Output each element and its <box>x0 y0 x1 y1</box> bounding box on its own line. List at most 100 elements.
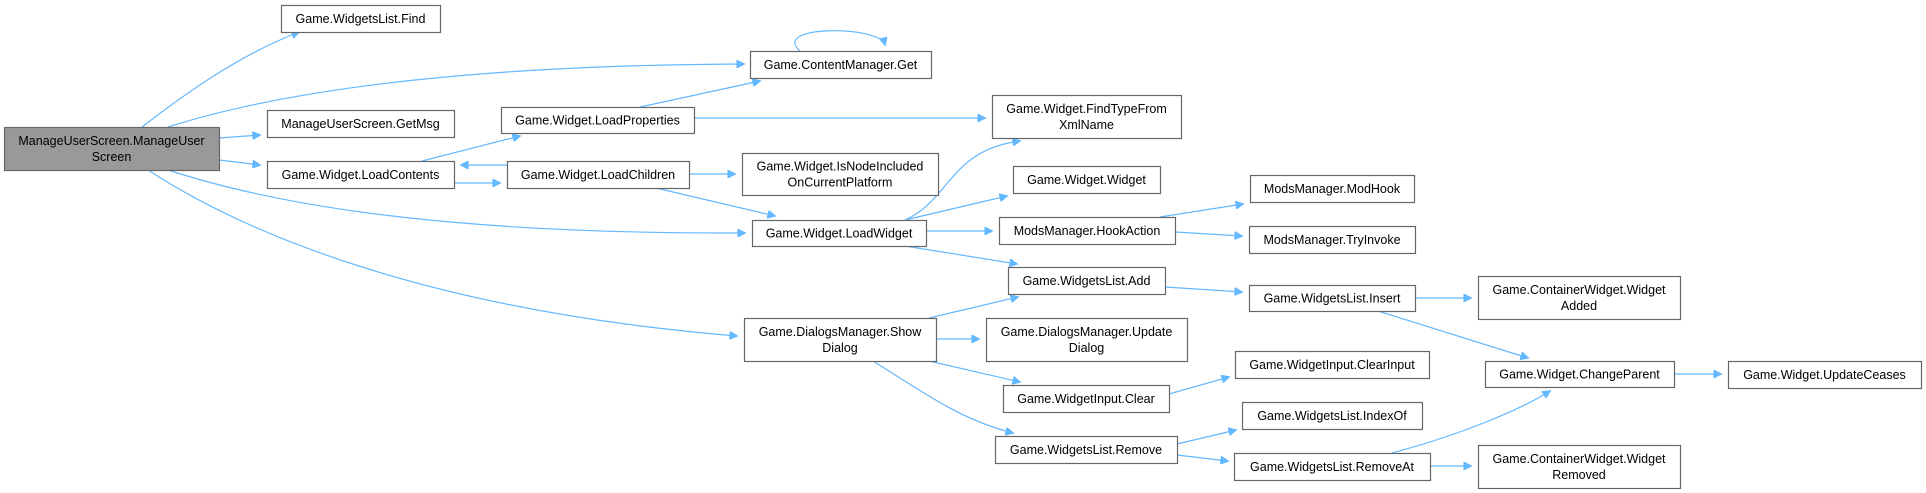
edge-n11-n13 <box>1174 231 1242 236</box>
graph-node[interactable]: Game.WidgetInput.ClearInput <box>1234 350 1431 380</box>
node-box <box>998 216 1177 246</box>
graph-node[interactable]: Game.ContentManager.Get <box>749 50 933 80</box>
edge-n18-n22 <box>1176 454 1228 461</box>
node-label: Game.WidgetsList.Add <box>1023 274 1151 288</box>
node-label: Game.ContentManager.Get <box>764 58 918 72</box>
edge-n14-n19 <box>1164 286 1242 292</box>
node-box <box>1248 225 1417 255</box>
node-box <box>741 152 940 197</box>
node-box <box>1727 360 1923 390</box>
edge-n15-n14 <box>928 297 1018 319</box>
node-label: Game.WidgetsList.Insert <box>1264 292 1401 306</box>
node-label: Game.Widget.FindTypeFrom <box>1006 102 1166 116</box>
graph-node[interactable]: Game.Widget.LoadProperties <box>500 106 696 135</box>
node-label: Game.Widget.LoadChildren <box>521 168 675 182</box>
node-box <box>266 109 456 139</box>
node-label: Game.Widget.UpdateCeases <box>1743 368 1906 382</box>
edge-n4-n5 <box>421 136 520 162</box>
node-box <box>749 50 933 80</box>
node-box <box>1241 401 1424 431</box>
edges-layer <box>141 30 1721 466</box>
node-label: Game.Widget.LoadWidget <box>766 227 913 241</box>
node-label: Game.WidgetInput.ClearInput <box>1249 358 1415 372</box>
node-box <box>1484 360 1676 389</box>
graph-node[interactable]: Game.WidgetsList.Insert <box>1248 284 1417 313</box>
node-label: ManageUserScreen.ManageUser <box>18 134 204 148</box>
node-box <box>1249 174 1416 204</box>
node-label: Game.Widget.Widget <box>1027 173 1146 187</box>
edge-n5-n2 <box>639 81 760 108</box>
node-label: Added <box>1561 299 1597 313</box>
graph-node[interactable]: Game.Widget.Widget <box>1012 165 1162 195</box>
graph-node[interactable]: Game.Widget.UpdateCeases <box>1727 360 1923 390</box>
edge-n0-n4 <box>218 159 260 165</box>
node-box <box>1248 284 1417 313</box>
node-label: Game.Widget.LoadContents <box>282 168 440 182</box>
node-label: Dialog <box>1069 341 1104 355</box>
edge-n0-n1 <box>141 32 299 128</box>
edge-n9-n7 <box>904 141 1020 221</box>
node-label: ModsManager.ModHook <box>1264 182 1401 196</box>
edge-n0-n3 <box>218 135 260 138</box>
graph-node[interactable]: Game.WidgetsList.Add <box>1007 266 1167 296</box>
node-label: Game.WidgetsList.IndexOf <box>1257 409 1407 423</box>
edge-n2-n2 <box>794 30 885 52</box>
graph-node[interactable]: Game.WidgetsList.Find <box>280 4 442 34</box>
node-box <box>1007 266 1167 296</box>
node-label: XmlName <box>1059 118 1114 132</box>
graph-node[interactable]: ManageUserScreen.GetMsg <box>266 109 456 139</box>
graph-node[interactable]: ModsManager.TryInvoke <box>1248 225 1417 255</box>
graph-node[interactable]: Game.Widget.LoadChildren <box>506 160 691 190</box>
node-box <box>743 317 938 363</box>
node-label: Game.DialogsManager.Show <box>759 325 923 339</box>
graph-node[interactable]: Game.WidgetInput.Clear <box>1002 384 1171 414</box>
node-box <box>280 4 442 34</box>
graph-node[interactable]: Game.WidgetsList.IndexOf <box>1241 401 1424 431</box>
edge-n19-n24 <box>1377 310 1528 358</box>
edge-n0-n9 <box>167 169 745 233</box>
node-label: ManageUserScreen.GetMsg <box>281 117 439 131</box>
node-label: ModsManager.HookAction <box>1014 224 1161 238</box>
node-box <box>751 219 928 248</box>
node-label: Game.ContainerWidget.Widget <box>1493 452 1667 466</box>
edge-n15-n17 <box>928 360 1020 382</box>
edge-n0-n15 <box>147 169 737 336</box>
node-box <box>1233 452 1432 482</box>
graph-node[interactable]: ModsManager.ModHook <box>1249 174 1416 204</box>
node-box <box>1002 384 1171 414</box>
graph-node[interactable]: Game.Widget.ChangeParent <box>1484 360 1676 389</box>
edge-n15-n18 <box>872 360 1013 433</box>
graph-node[interactable]: ModsManager.HookAction <box>998 216 1177 246</box>
root-node[interactable]: ManageUserScreen.ManageUserScreen <box>3 126 221 172</box>
edge-n18-n21 <box>1176 430 1236 445</box>
node-label: ModsManager.TryInvoke <box>1263 233 1400 247</box>
graph-node[interactable]: Game.Widget.LoadContents <box>266 160 456 190</box>
node-label: OnCurrentPlatform <box>788 176 893 190</box>
edge-n11-n12 <box>1159 204 1243 218</box>
edge-n22-n24 <box>1391 391 1550 454</box>
edge-n9-n10 <box>904 196 1007 221</box>
graph-node[interactable]: Game.Widget.IsNodeIncludedOnCurrentPlatf… <box>741 152 940 197</box>
node-box <box>994 435 1179 465</box>
edge-n9-n14 <box>904 245 1017 264</box>
graph-node[interactable]: Game.WidgetsList.Remove <box>994 435 1179 465</box>
graph-node[interactable]: Game.WidgetsList.RemoveAt <box>1233 452 1432 482</box>
node-label: Dialog <box>822 341 857 355</box>
edge-n6-n9 <box>655 187 775 216</box>
node-label: Screen <box>92 150 132 164</box>
node-box <box>1012 165 1162 195</box>
node-box <box>500 106 696 135</box>
graph-node[interactable]: Game.Widget.LoadWidget <box>751 219 928 248</box>
node-label: Game.WidgetsList.Find <box>296 12 426 26</box>
edge-n0-n2 <box>167 64 744 128</box>
node-box <box>506 160 691 190</box>
edge-n17-n20 <box>1168 377 1229 395</box>
node-box <box>266 160 456 190</box>
nodes-layer: ManageUserScreen.ManageUserScreenGame.Wi… <box>3 4 1923 490</box>
